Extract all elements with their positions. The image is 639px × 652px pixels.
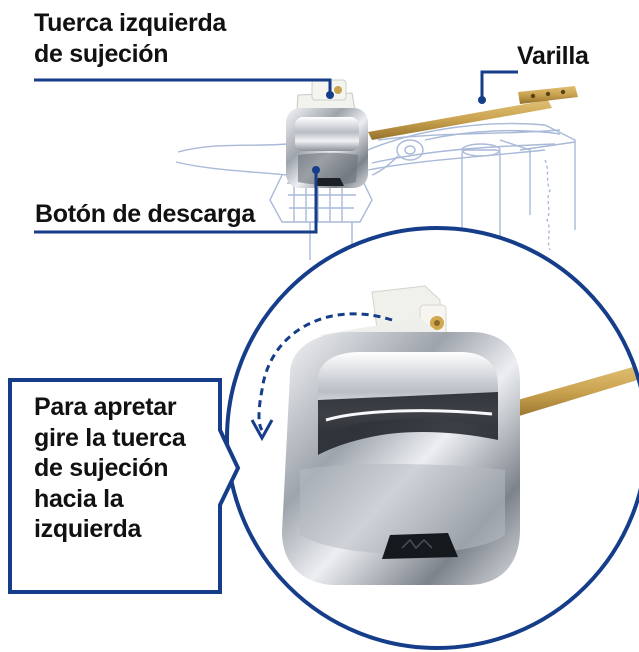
callout-line: izquierda [34,515,142,543]
zoom-content [227,228,639,648]
callout-text: Para apretar gire la tuerca de sujeción … [34,392,186,545]
label-tuerca-line2: de sujeción [34,40,169,68]
leader-lines [34,70,518,234]
label-tuerca-line1: Tuerca izquierda [34,9,227,37]
label-boton-descarga: Botón de descarga [35,200,255,228]
label-tuerca-izquierda: Tuerca izquierda de sujeción [34,8,226,70]
callout-line: de sujeción [34,454,169,482]
zoom-circle-border [225,226,639,650]
rotation-arrow-icon [250,312,393,442]
label-varilla: Varilla [517,42,589,70]
callout-box [8,378,241,594]
tank-sketch [175,122,576,260]
rod-top [368,86,578,140]
flush-button-small [286,79,368,188]
callout-line: hacia la [34,484,124,513]
callout-line: gire la tuerca [34,423,186,452]
callout-line: Para apretar [34,393,177,421]
